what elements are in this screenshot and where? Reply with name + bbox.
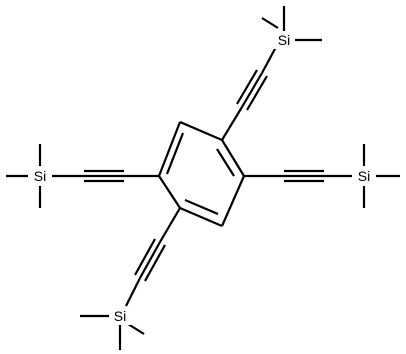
ring-bond-lower-right	[220, 175, 246, 227]
si-atom-left: Si	[29, 167, 51, 185]
ring-bond-upper-left	[157, 121, 182, 177]
si-atom-right: Si	[353, 167, 375, 185]
benzene-ring	[157, 120, 246, 228]
bond-ring-to-alkyne-top	[221, 106, 243, 141]
bottom-alkyne-arm	[80, 207, 181, 350]
triple-bond-bottom-c	[144, 244, 166, 282]
top-alkyne-arm	[221, 6, 322, 141]
si-atom-top: Si	[273, 31, 295, 49]
ring-bond-top	[179, 120, 223, 142]
bond-ring-to-alkyne-bottom	[159, 207, 181, 243]
si-label-bottom: Si	[114, 308, 126, 324]
ring-inner-double-bottom	[184, 198, 219, 216]
si-label-left: Si	[34, 168, 46, 184]
triple-bond-top-a	[241, 72, 263, 108]
ring-inner-double-left	[165, 132, 185, 175]
ring-inner-double-right	[216, 148, 235, 177]
bond-alkyne-to-si-top	[261, 46, 277, 74]
si-label-right: Si	[358, 168, 370, 184]
methyl-top-left	[261, 17, 279, 29]
left-alkyne-arm	[6, 144, 159, 208]
triple-bond-bottom-b	[134, 238, 156, 276]
si-atom-bottom: Si	[109, 307, 131, 325]
triple-bond-bottom-a	[139, 241, 161, 279]
right-alkyne-arm	[244, 144, 400, 208]
bond-alkyne-to-si-bottom	[125, 277, 141, 307]
triple-bond-top-c	[246, 75, 268, 111]
ring-bond-bottom	[179, 206, 223, 228]
ring-bond-upper-right	[221, 139, 245, 177]
triple-bond-top-b	[236, 69, 258, 105]
methyl-bottom-right	[127, 323, 145, 335]
ring-bond-lower-left	[158, 175, 181, 209]
si-label-top: Si	[278, 32, 290, 48]
